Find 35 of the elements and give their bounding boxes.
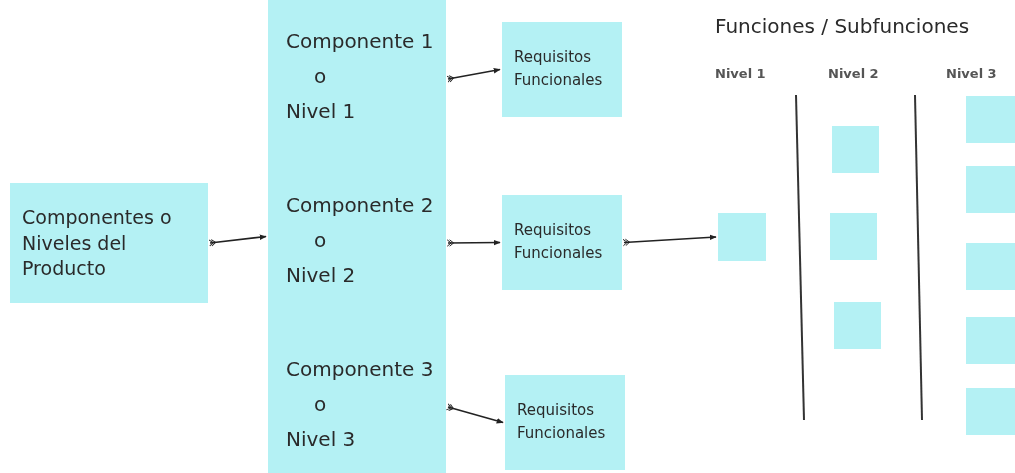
level-label: Nivel 2 xyxy=(828,66,879,81)
component-text: Nivel 2 xyxy=(286,262,356,289)
arrow xyxy=(446,239,501,247)
product-box xyxy=(10,183,208,303)
requirement-box xyxy=(505,375,625,470)
function-box xyxy=(832,126,879,173)
level-label: Nivel 3 xyxy=(946,66,997,81)
component-text: o xyxy=(313,63,327,90)
component-text: Componente 3 xyxy=(286,356,434,383)
arrow xyxy=(446,67,501,83)
component-text: Componente 1 xyxy=(286,28,434,55)
requirement-box xyxy=(502,195,622,290)
level-label: Nivel 1 xyxy=(715,66,766,81)
function-box xyxy=(966,243,1015,290)
function-box xyxy=(966,166,1015,213)
function-box xyxy=(718,213,766,261)
arrow xyxy=(208,234,267,247)
component-text: Nivel 3 xyxy=(286,426,356,453)
component-column xyxy=(268,0,446,473)
component-text: Componente 2 xyxy=(286,192,434,219)
component-text: o xyxy=(313,391,327,418)
component-text: Nivel 1 xyxy=(286,98,356,125)
function-box xyxy=(966,388,1015,435)
function-box xyxy=(966,317,1015,364)
function-box xyxy=(966,96,1015,143)
requirement-text: Requisitos Funcionales xyxy=(514,220,604,264)
function-box xyxy=(834,302,881,349)
arrow xyxy=(445,403,504,424)
section-title: Funciones / Subfunciones xyxy=(715,14,970,38)
component-text: o xyxy=(313,227,327,254)
requirement-text: Requisitos Funcionales xyxy=(517,400,607,444)
requirement-box xyxy=(502,22,622,117)
function-box xyxy=(830,213,877,260)
box-text: Componentes o Niveles del Producto xyxy=(22,205,172,282)
requirement-text: Requisitos Funcionales xyxy=(514,47,604,91)
